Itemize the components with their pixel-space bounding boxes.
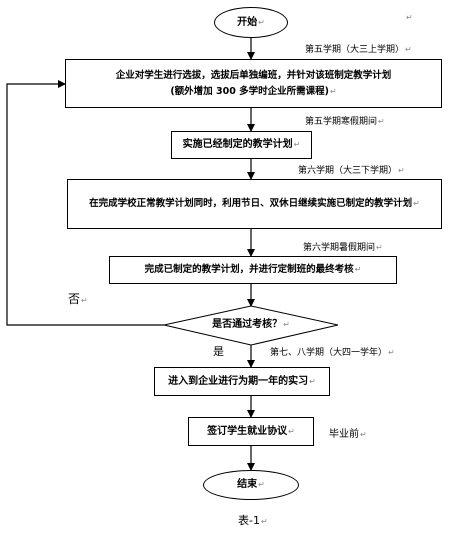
figure-caption: 表-1↵ [238,514,268,527]
decision-pass-assessment: 是否通过考核？↵ [212,319,290,330]
branch-label-yes: 是 [213,345,224,358]
note-before-graduation: 毕业前↵ [329,429,367,440]
arrow-no-loop [6,80,164,326]
start-label: 开始 [237,16,258,28]
note-semester-6-summer: 第六学期暑假期间↵ [303,243,383,253]
process-sign-agreement: 签订学生就业协议↵ [188,417,314,446]
end-terminal: 结束↵ [203,470,299,500]
process-select-and-plan-sublabel: (额外增加 300 多学时企业所需课程)↵ [170,85,337,97]
process-continue-plan-label: 在完成学校正常教学计划同时，利用节日、双休日继续实施已制定的教学计划↵ [89,198,420,209]
start-terminal: 开始↵ [214,7,288,38]
note-semester-5-winter: 第五学期寒假期间↵ [305,117,385,127]
process-finish-and-assess: 完成已制定的教学计划，并进行定制班的最终考核↵ [109,256,397,284]
process-select-and-plan: 企业对学生进行选拔，选拔后单独编班，并针对该班制定教学计划 (额外增加 300 … [65,59,442,108]
process-continue-plan: 在完成学校正常教学计划同时，利用节日、双休日继续实施已制定的教学计划↵ [67,179,442,229]
branch-label-no: 否↵ [68,292,88,306]
decision-diamond [163,305,339,346]
note-semesters-7-8: 第七、八学期（大四一学年）↵ [270,348,395,358]
process-implement-plan: 实施已经制定的教学计划↵ [171,131,312,159]
note-semester-5: 第五学期（大三上学期）↵ [305,45,412,55]
note-semester-6: 第六学期（大三下学期）↵ [298,166,405,176]
process-select-and-plan-label: 企业对学生进行选拔，选拔后单独编班，并针对该班制定教学计划 [115,69,392,81]
return-mark: ↵ [258,17,265,27]
process-internship: 进入到企业进行为期一年的实习↵ [154,367,330,396]
return-mark: ↵ [406,13,413,22]
spellcheck-squiggle [68,296,80,304]
